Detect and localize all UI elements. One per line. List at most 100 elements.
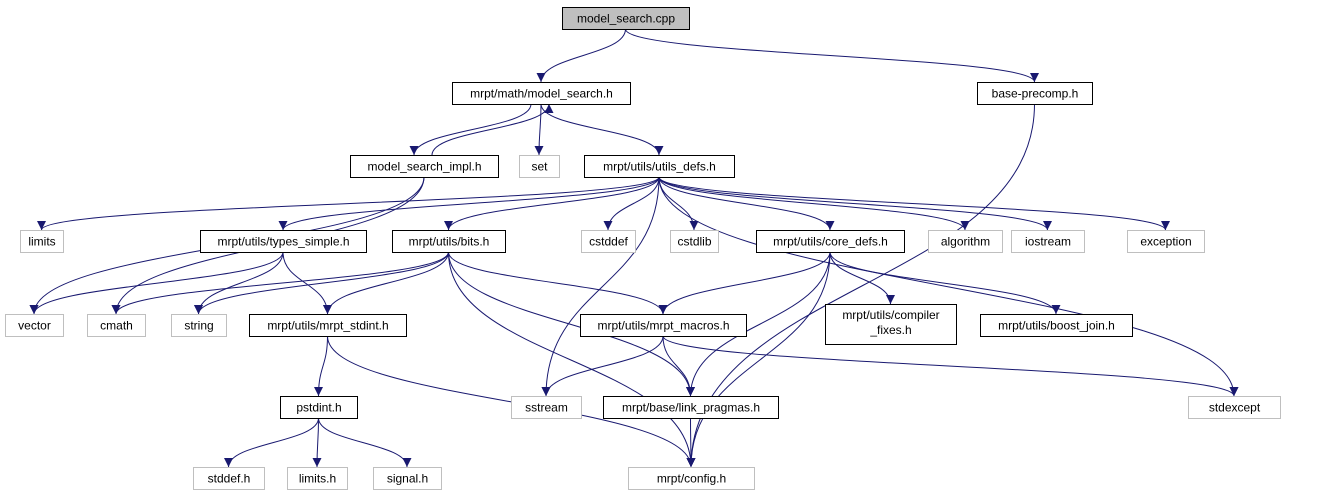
node-label: model_search.cpp [577,12,675,26]
node-cpp[interactable]: model_search.cpp [562,7,690,30]
node-box [603,396,779,419]
node-label: mrpt/utils/mrpt_macros.h [597,319,729,333]
node-label: mrpt/utils/types_simple.h [217,235,349,249]
node-vector: vector [5,314,64,337]
node-label: stddef.h [208,472,251,486]
edge-ud-to-sstream [541,176,660,397]
node-compiler[interactable]: mrpt/utils/compiler_fixes.h [825,304,957,345]
node-label: stdexcept [1209,401,1261,415]
node-label: _fixes.h [869,323,911,337]
node-box [287,467,348,490]
node-label: string [184,319,213,333]
node-core[interactable]: mrpt/utils/core_defs.h [756,230,905,253]
node-label: vector [18,319,51,333]
node-box [1188,396,1281,419]
node-signal: signal.h [373,467,442,490]
node-label: signal.h [387,472,428,486]
node-boost[interactable]: mrpt/utils/boost_join.h [980,314,1133,337]
edge-core-to-macros [658,251,831,315]
edge-msh-to-set [534,103,544,156]
node-box [200,230,367,253]
node-macros[interactable]: mrpt/utils/mrpt_macros.h [580,314,747,337]
edge-bits-to-stdint [323,251,449,315]
edge-bits-to-macros [448,251,668,315]
node-cstddef: cstddef [581,230,636,253]
node-label: mrpt/math/model_search.h [470,87,613,101]
edge-bits-to-config [448,251,696,468]
node-label: mrpt/utils/compiler [842,308,939,322]
edge-ud-to-algorithm [658,176,970,231]
node-label: sstream [525,401,568,415]
edge-ud-to-ts [278,176,660,231]
edge-pragmas-to-config [686,417,696,468]
node-box [628,467,755,490]
node-box [392,230,506,253]
node-label: mrpt/utils/utils_defs.h [603,160,716,174]
edge-bits-to-cmath [111,251,449,315]
edge-ud-to-core [658,176,835,231]
node-stddef: stddef.h [193,467,265,490]
node-msh[interactable]: mrpt/math/model_search.h [452,82,631,105]
node-box [171,314,227,337]
edge-ts-to-string [194,251,284,315]
edge-ud-to-stdexcept [658,176,1239,397]
node-box [584,155,735,178]
node-label: limits [28,235,55,249]
node-label: mrpt/utils/bits.h [409,235,490,249]
node-ud[interactable]: mrpt/utils/utils_defs.h [584,155,735,178]
edge-macros-to-stdexcept [662,335,1239,397]
node-label: model_search_impl.h [367,160,481,174]
edge-cpp-to-msh [536,28,626,83]
edge-macros-to-pragmas [662,335,695,397]
node-box [977,82,1093,105]
edge-core-to-boost [829,251,1061,315]
node-label: exception [1140,235,1191,249]
node-label: mrpt/base/link_pragmas.h [622,401,760,415]
node-bpc[interactable]: base-precomp.h [977,82,1093,105]
node-label: cstddef [589,235,628,249]
node-label: mrpt/utils/boost_join.h [998,319,1115,333]
node-label: mrpt/utils/core_defs.h [773,235,888,249]
edge-ud-to-exception [658,176,1170,231]
node-label: pstdint.h [296,401,341,415]
node-box [87,314,146,337]
edge-bits-to-string [194,251,449,315]
node-pragmas[interactable]: mrpt/base/link_pragmas.h [603,396,779,419]
edge-macros-to-sstream [541,335,664,397]
node-bits[interactable]: mrpt/utils/bits.h [392,230,506,253]
node-box [1011,230,1085,253]
node-box [20,230,64,253]
node-ts[interactable]: mrpt/utils/types_simple.h [200,230,367,253]
node-box [756,230,905,253]
edge-cpp-to-bpc [625,28,1039,83]
edge-impl-to-msh [431,103,554,156]
edge-ud-to-iostream [658,176,1052,231]
node-label: limits.h [299,472,336,486]
node-pstdint[interactable]: pstdint.h [280,396,358,419]
node-label: iostream [1025,235,1071,249]
node-sstream: sstream [511,396,582,419]
nodes-layer: model_search.cpp mrpt/math/model_search.h… [5,7,1281,490]
edge-ud-to-cstddef [603,176,660,231]
edge-core-to-compiler [829,251,895,305]
node-box [519,155,560,178]
edge-core-to-pragmas [686,251,831,397]
edge-stdint-to-config [327,335,696,468]
node-label: set [531,160,548,174]
node-cmath: cmath [87,314,146,337]
edge-pstdint-to-stddef [224,417,319,468]
edge-bits-to-pragmas [448,251,695,397]
node-box [511,396,582,419]
node-algorithm: algorithm [928,230,1003,253]
node-iostream: iostream [1011,230,1085,253]
node-label: algorithm [941,235,990,249]
node-label: cstdlib [677,235,711,249]
node-box [249,314,407,337]
node-set: set [519,155,560,178]
node-box [580,314,747,337]
node-string: string [171,314,227,337]
node-impl[interactable]: model_search_impl.h [350,155,499,178]
node-stdint[interactable]: mrpt/utils/mrpt_stdint.h [249,314,407,337]
node-box [373,467,442,490]
